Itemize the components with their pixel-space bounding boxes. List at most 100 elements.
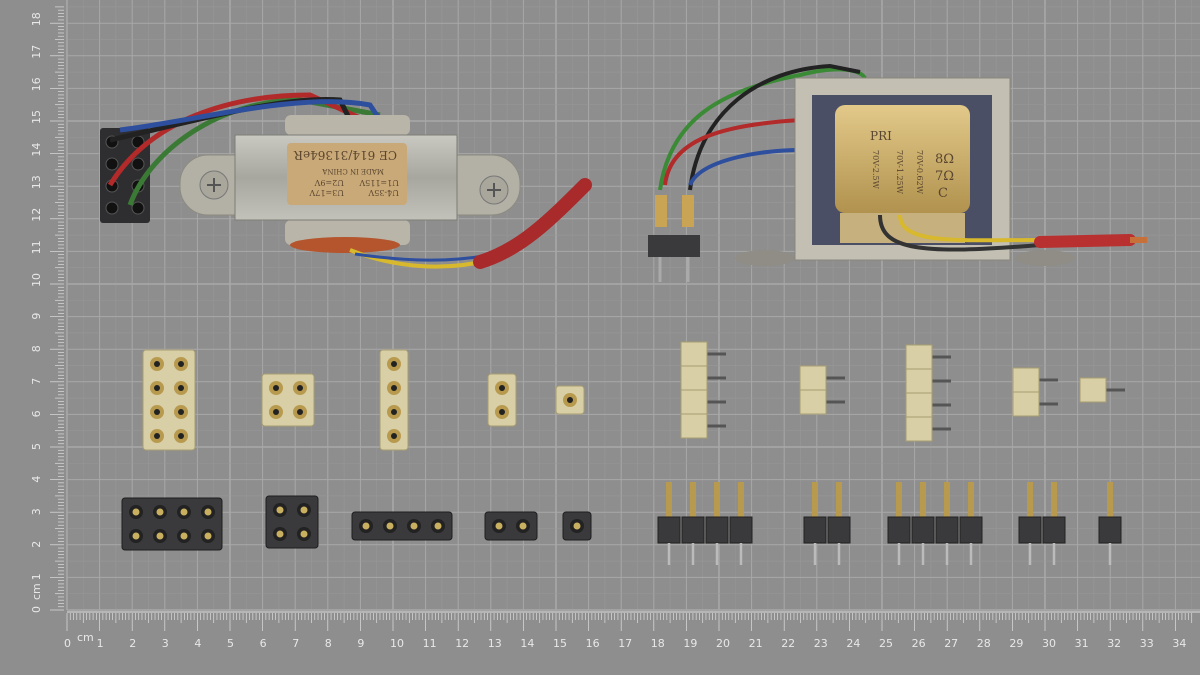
black-socket-contact (132, 508, 140, 516)
pin-housing (959, 516, 983, 544)
ruler-y-number: 11 (30, 240, 43, 254)
pin-gold (896, 482, 902, 518)
label-u4: U4-35V (368, 188, 399, 197)
black-socket-contact (156, 508, 164, 516)
pin-housing (729, 516, 753, 544)
pin-gold (836, 482, 842, 518)
label-7-ohm: 7Ω (935, 169, 954, 184)
socket-hole (391, 361, 397, 367)
ruler-x-number: 7 (292, 637, 299, 650)
terminal-hole (131, 157, 145, 171)
black-socket-contact (204, 532, 212, 540)
pin-housing (827, 516, 851, 544)
ruler-x-number: 15 (553, 637, 567, 650)
ruler-x-number: 3 (162, 637, 169, 650)
beige-socket-1x4 (379, 349, 409, 451)
ruler-y-number: 13 (30, 175, 43, 189)
black-socket-contact (132, 532, 140, 540)
beige-socket-1x2 (487, 373, 517, 427)
right-transformer: PRI 70V-2.5W 70V-1.25W 70V-0.62W 8Ω 7Ω C (648, 63, 1147, 282)
socket-hole (273, 385, 279, 391)
ruler-x-number: 23 (814, 637, 828, 650)
socket-hole (391, 409, 397, 415)
label-part-number: CE 614/31364eR (293, 148, 397, 162)
grid-lines (66, 0, 1200, 611)
terminal-hole (105, 157, 119, 171)
ruler-y-number: 8 (30, 345, 43, 352)
black-socket-contact (410, 522, 418, 530)
socket-hole (297, 385, 303, 391)
pin-gold (920, 482, 926, 518)
ruler-y-number: 15 (30, 110, 43, 124)
ruler-y-number: 4 (30, 476, 43, 483)
beige-socket-1x1 (555, 385, 585, 415)
socket-hole (154, 409, 160, 415)
socket-body (379, 349, 409, 451)
black-socket-contact (156, 532, 164, 540)
ruler-unit-label: cm (77, 631, 94, 644)
label-pri: PRI (870, 129, 892, 143)
connector-parts (121, 341, 1125, 565)
ruler-y-number: 7 (30, 378, 43, 385)
pin-gold (1107, 482, 1113, 518)
black-socket-contact (300, 530, 308, 538)
right-angle-header-2b (1012, 367, 1058, 417)
left-terminal-block (100, 128, 150, 223)
ruler-x-number: 10 (390, 637, 404, 650)
label-u2: U2=9V (314, 178, 344, 187)
socket-hole (273, 409, 279, 415)
pin-gold (812, 482, 818, 518)
socket-hole (154, 385, 160, 391)
pin-housing (1018, 516, 1042, 544)
ruler-x-number: 24 (846, 637, 860, 650)
ruler-x-number: 28 (977, 637, 991, 650)
ruler-x-number: 21 (749, 637, 763, 650)
ruler-y-number: 12 (30, 208, 43, 222)
label-tap-3: 70V-0.62W (915, 150, 924, 195)
black-socket-2x4 (121, 497, 223, 551)
pin-gold (1027, 482, 1033, 518)
right-angle-header-4 (680, 341, 726, 439)
black-socket-body (351, 511, 453, 541)
pin-gold (714, 482, 720, 518)
ruler-x-number: 2 (129, 637, 136, 650)
black-socket-contact (386, 522, 394, 530)
ruler-x-number: 34 (1172, 637, 1186, 650)
ruler-x-number: 32 (1107, 637, 1121, 650)
pin-gold (738, 482, 744, 518)
ruler-x-number: 19 (683, 637, 697, 650)
ruler-y-number: 9 (30, 313, 43, 320)
beige-socket-2x4 (142, 349, 196, 451)
ruler-y-number: 1 (30, 573, 43, 580)
socket-body (487, 373, 517, 427)
left-transformer: U4-35V U3=17V U1=115V U2=9V MADE IN CHIN… (107, 92, 592, 269)
ruler-x-number: 11 (423, 637, 437, 650)
black-socket-body (484, 511, 538, 541)
ruler-x-number: 22 (781, 637, 795, 650)
black-socket-2x2 (265, 495, 319, 549)
pin-housing (705, 516, 729, 544)
pin-housing (1042, 516, 1066, 544)
ruler-y-number: 17 (30, 45, 43, 59)
ruler-x-number: 18 (651, 637, 665, 650)
ruler-x-number: 4 (194, 637, 201, 650)
label-u3: U3=17V (309, 188, 344, 197)
ruler-x-number: 0 (64, 637, 71, 650)
ruler-y-number: 6 (30, 410, 43, 417)
ruler-x-number: 12 (455, 637, 469, 650)
black-socket-1x2 (484, 511, 538, 541)
socket-hole (178, 361, 184, 367)
black-socket-contact (362, 522, 370, 530)
right-angle-header-1 (1079, 377, 1125, 403)
black-socket-contact (573, 522, 581, 530)
black-socket-contact (180, 508, 188, 516)
black-socket-contact (495, 522, 503, 530)
ruler-x-number: 27 (944, 637, 958, 650)
ruler-y-number: 3 (30, 508, 43, 515)
black-socket-1x4 (351, 511, 453, 541)
black-socket-contact (180, 532, 188, 540)
ruler-x-number: 9 (357, 637, 364, 650)
label-tap-1: 70V-2.5W (871, 150, 880, 190)
